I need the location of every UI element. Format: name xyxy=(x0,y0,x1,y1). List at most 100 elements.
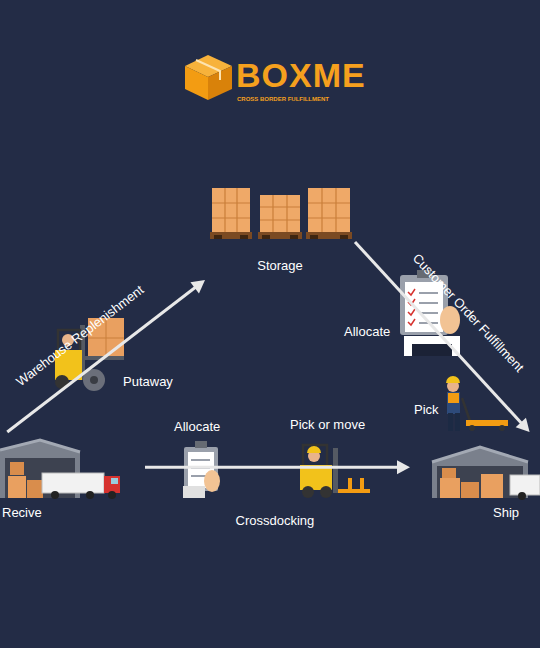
logo-cube xyxy=(196,60,220,80)
pick-forklift xyxy=(302,486,314,498)
allocate-clipboard xyxy=(408,309,415,315)
putaway-forklift xyxy=(83,369,105,391)
ship-warehouse xyxy=(442,468,456,478)
pallet-stacks xyxy=(308,217,350,218)
pick-forklift xyxy=(348,478,352,492)
allocate-clipboard xyxy=(408,299,415,305)
pick-worker xyxy=(499,425,505,431)
receive-warehouse xyxy=(27,480,43,498)
receive-warehouse xyxy=(86,491,94,499)
allocate-clipboard xyxy=(404,336,460,356)
pallet-stacks xyxy=(260,195,300,232)
node-label: Recive xyxy=(2,505,62,521)
pick-worker xyxy=(469,425,475,431)
pick-worker xyxy=(448,413,453,431)
process-node: Ship xyxy=(410,432,540,525)
pallet-stacks xyxy=(290,235,298,239)
step-label: Allocate xyxy=(344,324,390,340)
receive-warehouse xyxy=(0,440,80,452)
pick-worker xyxy=(447,392,460,414)
flow-line xyxy=(145,466,398,469)
receive-warehouse xyxy=(42,473,104,493)
arrow-head xyxy=(516,418,530,432)
pick-forklift xyxy=(338,489,370,493)
ship-warehouse xyxy=(518,492,526,500)
pick-worker xyxy=(462,398,470,421)
pallet-stacks xyxy=(260,219,300,220)
pick-worker xyxy=(455,413,460,431)
allocate-clipboard xyxy=(195,441,207,448)
logo-cube xyxy=(185,55,232,100)
pallet-stacks xyxy=(286,195,287,232)
ship-warehouse xyxy=(481,474,503,498)
step-label: Pick xyxy=(414,402,439,418)
arrow-head xyxy=(397,460,410,474)
pallet-stacks xyxy=(258,232,302,239)
putaway-forklift xyxy=(55,375,69,389)
receive-warehouse xyxy=(8,476,26,498)
allocate-clipboard xyxy=(419,302,438,304)
pick-worker xyxy=(448,393,459,403)
pallet-stacks xyxy=(310,235,318,239)
pallet-stacks xyxy=(236,188,237,232)
pick-worker xyxy=(446,376,508,431)
pick-forklift xyxy=(333,448,338,493)
pallet-stacks xyxy=(272,195,273,232)
receive-warehouse xyxy=(108,491,116,499)
allocate-clipboard xyxy=(419,292,438,294)
receive-warehouse xyxy=(111,478,118,484)
process-node: Recive xyxy=(0,432,145,525)
pallet-stacks xyxy=(212,217,250,218)
ship-warehouse xyxy=(510,475,540,495)
step-label: Putaway xyxy=(123,374,173,390)
pick-forklift xyxy=(303,445,327,467)
pick-forklift xyxy=(360,478,364,492)
pallet-stacks xyxy=(260,206,300,207)
pallet-stacks xyxy=(210,232,252,239)
pallet-stacks xyxy=(321,188,322,232)
allocate-clipboard xyxy=(191,467,210,469)
node-label: Ship xyxy=(480,505,532,521)
ship-warehouse xyxy=(432,447,528,462)
flow-arrow xyxy=(355,242,530,432)
ship-warehouse xyxy=(440,478,460,498)
allocate-clipboard xyxy=(408,319,415,325)
pallet-stacks xyxy=(340,235,348,239)
logo-cube xyxy=(185,66,208,100)
allocate-clipboard xyxy=(419,322,438,324)
ship-warehouse xyxy=(432,447,540,500)
ship-warehouse xyxy=(461,482,479,498)
allocate-clipboard xyxy=(204,470,220,492)
arrow-head xyxy=(190,280,205,293)
pallet-stacks xyxy=(306,232,352,239)
allocate-clipboard xyxy=(412,344,452,356)
pallet-stacks xyxy=(214,235,222,239)
allocate-clipboard xyxy=(183,441,220,498)
allocate-clipboard xyxy=(183,486,205,498)
pallet-stacks xyxy=(335,188,336,232)
flow-arrow xyxy=(7,280,205,432)
pallet-stacks xyxy=(262,235,270,239)
flow-label: Crossdocking xyxy=(236,513,315,529)
process-node: Storage xyxy=(205,180,355,280)
pallet-stacks xyxy=(224,188,225,232)
pallet-stacks xyxy=(210,188,352,239)
pallet-stacks xyxy=(308,188,350,232)
putaway-forklift xyxy=(84,356,124,360)
receive-warehouse xyxy=(51,491,59,499)
allocate-clipboard xyxy=(419,312,438,314)
step-label: Allocate xyxy=(174,419,220,435)
allocate-clipboard xyxy=(408,289,415,295)
receive-warehouse xyxy=(0,440,120,499)
pick-forklift xyxy=(320,486,332,498)
allocate-clipboard xyxy=(191,459,210,461)
putaway-forklift xyxy=(90,376,98,384)
receive-warehouse xyxy=(10,462,24,475)
pick-forklift xyxy=(300,445,370,498)
flow-arrow xyxy=(145,460,410,474)
receive-warehouse xyxy=(104,476,120,493)
pallet-stacks xyxy=(212,188,250,232)
node-label: Storage xyxy=(205,258,355,274)
pallet-stacks xyxy=(240,235,248,239)
